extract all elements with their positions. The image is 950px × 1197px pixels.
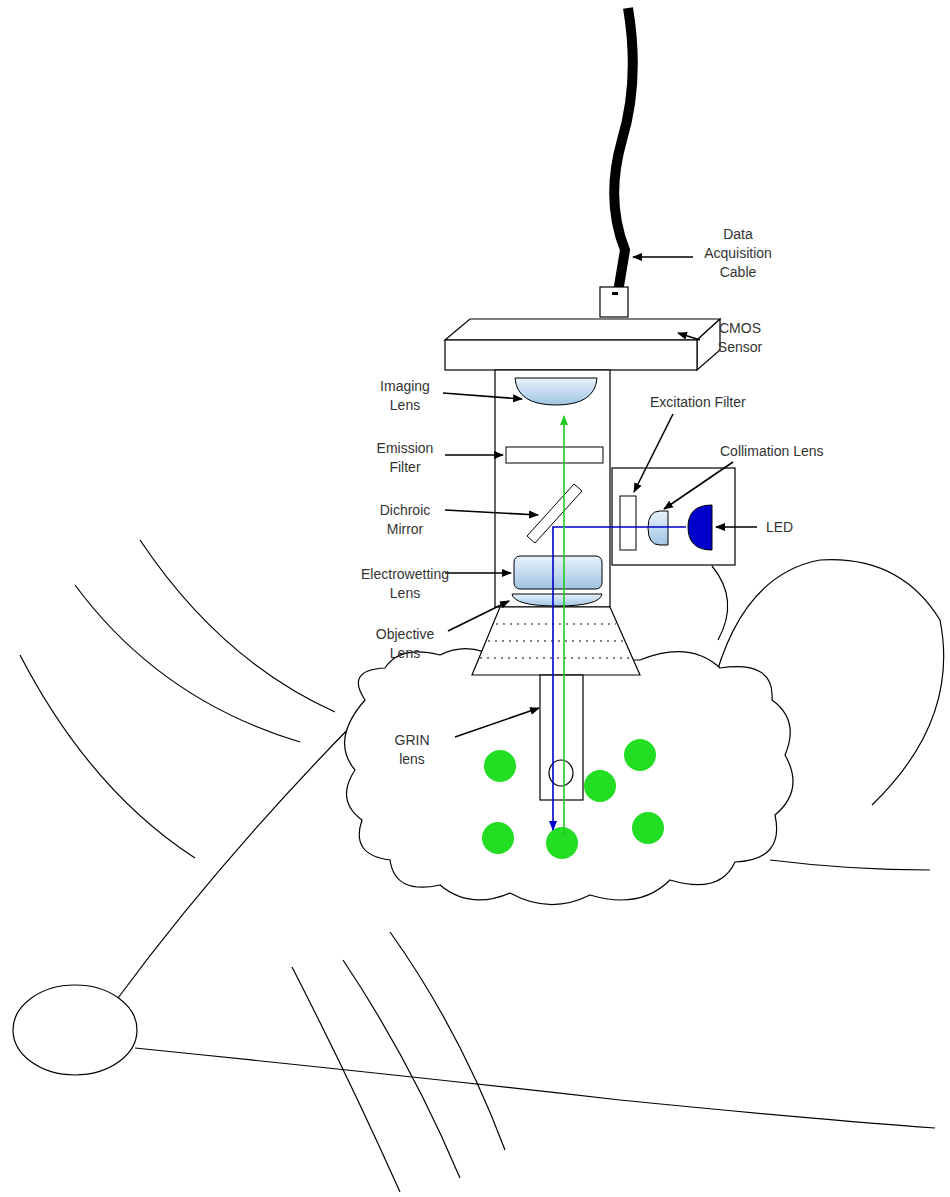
excitation-light-path xyxy=(553,527,686,830)
led-housing xyxy=(612,468,735,565)
brain-region xyxy=(345,649,793,905)
data-cable xyxy=(614,8,633,292)
cable-connector xyxy=(600,287,628,317)
electrowetting-lens xyxy=(514,556,602,589)
objective-lens xyxy=(512,594,602,606)
part-label: LED xyxy=(766,518,793,537)
emission-light-path xyxy=(563,416,565,836)
mouse-outline xyxy=(13,540,944,1192)
part-label: Objective Lens xyxy=(370,625,440,663)
part-label: GRIN lens xyxy=(382,731,442,769)
imaging-lens xyxy=(515,378,597,405)
dichroic-mirror xyxy=(527,484,582,543)
led xyxy=(688,505,712,550)
part-label: Data Acquisition Cable xyxy=(690,225,786,282)
housing-dots xyxy=(480,624,632,658)
grin-lens xyxy=(540,675,583,800)
part-label: CMOS Sensor xyxy=(710,319,770,357)
part-label: Excitation Filter xyxy=(650,393,746,412)
part-label: Collimation Lens xyxy=(720,442,824,461)
leader-arrows xyxy=(443,257,757,737)
objective-housing xyxy=(472,607,640,675)
cmos-sensor xyxy=(445,319,720,370)
part-label: Electrowetting Lens xyxy=(350,565,460,603)
collimation-lens xyxy=(648,511,668,545)
part-label: Imaging Lens xyxy=(375,377,435,415)
part-label: Emission Filter xyxy=(370,439,440,477)
excitation-filter xyxy=(620,496,636,550)
part-label: Dichroic Mirror xyxy=(370,501,440,539)
emission-filter xyxy=(506,447,603,463)
